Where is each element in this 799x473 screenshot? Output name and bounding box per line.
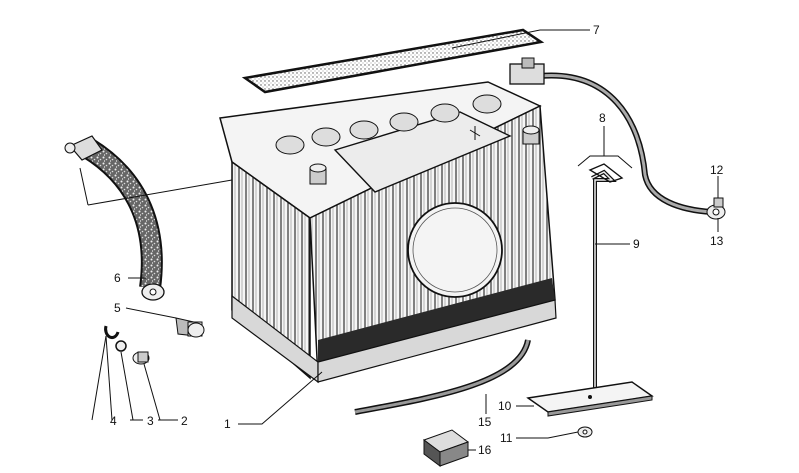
callout-16: 16: [478, 443, 492, 457]
callout-9: 9: [633, 237, 640, 251]
callout-3: 3: [147, 414, 154, 428]
callout-8: 8: [599, 111, 606, 125]
battery-body: [219, 81, 557, 384]
callout-11: 11: [500, 431, 513, 445]
vent-hose: [354, 339, 531, 415]
terminal-bolt: [175, 317, 205, 338]
cell-caps: [275, 94, 502, 155]
leader-line: [79, 167, 89, 206]
terminal-posts: [309, 125, 540, 185]
callout-6: 6: [114, 271, 121, 285]
callout-4: 4: [110, 414, 117, 428]
rod: [588, 163, 624, 388]
callout-5: 5: [114, 301, 121, 315]
small-hardware: [104, 325, 150, 365]
cover-strip: [241, 28, 545, 94]
hold-down-plate: [526, 381, 654, 417]
callout-1: 1: [224, 417, 231, 431]
callouts: 7 8 9 12 13 6 5 4 3 2 1 15: [91, 23, 724, 457]
callout-10: 10: [498, 399, 512, 413]
washer: [577, 426, 593, 438]
leader-line: [87, 179, 233, 206]
callout-13: 13: [710, 234, 724, 248]
right-cable: [509, 57, 726, 220]
connector-block: [422, 429, 470, 467]
left-cable-strap: [64, 135, 233, 301]
callout-2: 2: [181, 414, 188, 428]
callout-12: 12: [710, 163, 724, 177]
callout-15: 15: [478, 415, 492, 429]
callout-7: 7: [593, 23, 600, 37]
